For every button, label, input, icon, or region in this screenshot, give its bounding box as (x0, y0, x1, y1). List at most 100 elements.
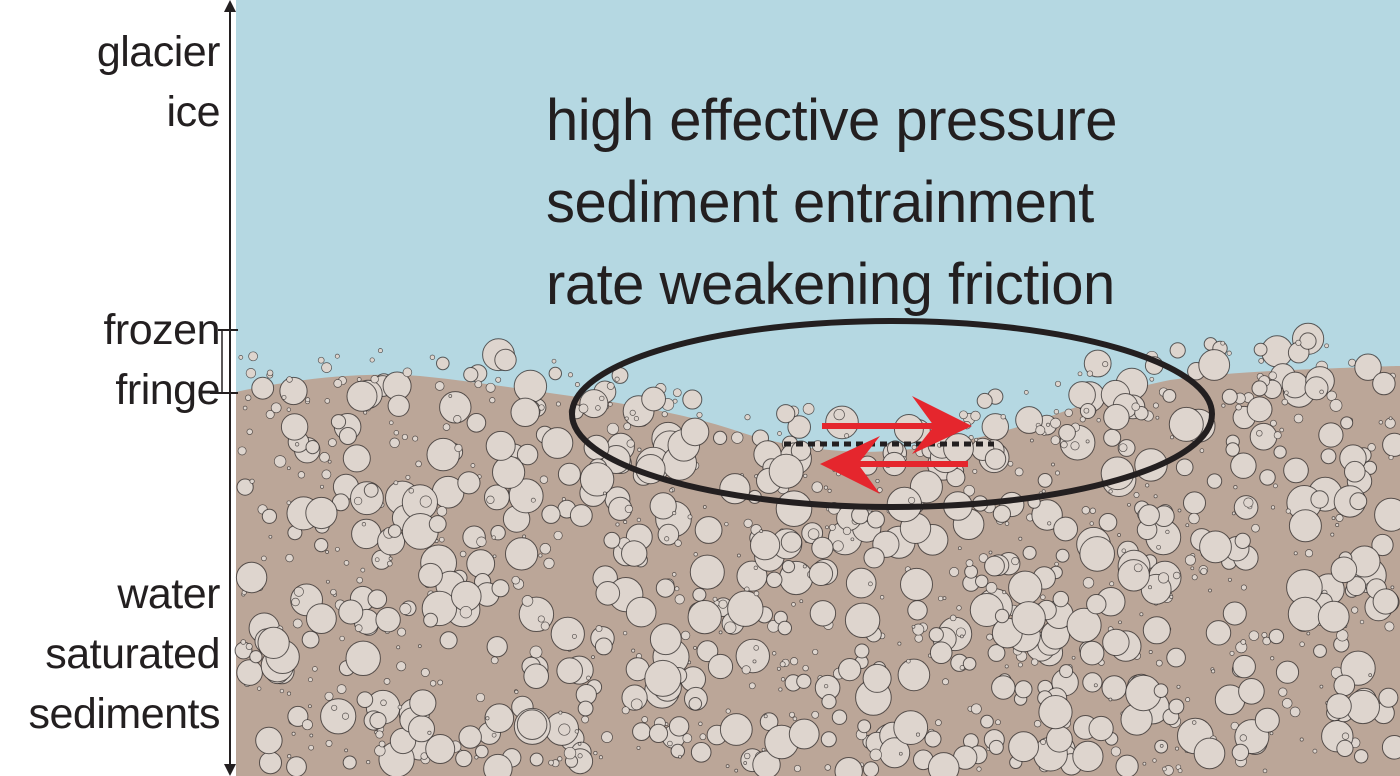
sediment-clast (1254, 707, 1280, 733)
sediment-clast (674, 594, 685, 605)
sediment-clast (571, 633, 577, 639)
sediment-clast (875, 478, 880, 484)
sediment-clast (750, 530, 781, 561)
sediment-clast (1288, 509, 1322, 543)
fringe-clast (1220, 340, 1226, 346)
sediment-clast (1117, 533, 1121, 537)
sediment-clast (308, 704, 312, 709)
sediment-clast (992, 504, 1012, 523)
fringe-clast (548, 366, 562, 381)
sediment-clast (475, 692, 486, 703)
sediment-clast (1079, 536, 1115, 572)
sediment-clast (649, 623, 682, 656)
sediment-clast (811, 481, 823, 493)
sediment-clast (345, 640, 381, 676)
fringe-clast (463, 367, 479, 383)
sediment-clast (1331, 516, 1336, 520)
sediment-clast (346, 380, 378, 412)
sediment-clast (485, 430, 516, 461)
fringe-clast (661, 411, 668, 418)
sediment-clast (648, 723, 669, 744)
sediment-clast (857, 719, 872, 734)
sediment-clast (622, 630, 628, 636)
sediment-clast (1341, 732, 1350, 740)
sediment-clast (1079, 416, 1086, 423)
sediment-clast (621, 540, 648, 567)
sediment-clast (678, 754, 682, 759)
sediment-clast (504, 537, 539, 571)
sediment-clast (240, 639, 247, 645)
sediment-clast (1145, 483, 1150, 488)
sediment-clast (1053, 516, 1078, 542)
sediment-clast (1159, 744, 1164, 748)
sediment-clast (766, 571, 783, 588)
sediment-clast (1382, 432, 1400, 457)
sediment-clast (790, 657, 799, 666)
sediment-clast (455, 749, 473, 768)
sediment-clast (845, 567, 877, 599)
fringe-clast (578, 403, 589, 414)
glacier-ice-label-line-2: ice (166, 88, 221, 136)
sediment-clast (1378, 687, 1399, 708)
sediment-clast (305, 496, 338, 530)
sediment-clast (1238, 678, 1265, 705)
fringe-clast (641, 386, 666, 412)
sediment-clast (807, 528, 820, 540)
sediment-clast (550, 616, 585, 652)
sediment-clast (375, 730, 384, 739)
sediment-clast (1082, 672, 1103, 693)
sediment-clast (1142, 616, 1171, 645)
sediment-clast (375, 607, 401, 633)
sediments-label: water saturated sediments (29, 564, 221, 744)
sediment-clast (1273, 483, 1278, 489)
sediment-clast (514, 689, 519, 694)
fringe-clast (369, 357, 375, 363)
sediment-clast (246, 428, 253, 435)
sediment-clast (1148, 585, 1152, 590)
sediment-clast (1259, 469, 1276, 486)
sediment-clast (1273, 431, 1282, 440)
sediment-clast (427, 730, 432, 735)
scale-arrow-top-icon (224, 0, 236, 12)
sediment-clast (1055, 470, 1060, 476)
sediment-clast (1251, 380, 1268, 397)
sediment-clast (1103, 403, 1130, 431)
fringe-clast (324, 398, 331, 404)
sediment-clast (1304, 549, 1314, 558)
sediment-clast (409, 689, 437, 717)
sediment-clast (823, 683, 829, 689)
fringe-clast (1086, 370, 1094, 377)
sediment-clast (320, 698, 357, 735)
sediment-clast (1052, 590, 1070, 608)
sediment-clast (741, 665, 751, 675)
sediment-clast (439, 391, 472, 424)
sediment-clast (363, 482, 379, 498)
glacier-ice-label-line-1: glacier (96, 28, 221, 76)
fringe-clast (614, 376, 620, 382)
sediment-clast (694, 516, 723, 544)
sediment-clast (655, 578, 676, 598)
sediment-clast (949, 614, 957, 622)
upper-shear-arrowhead-icon (912, 396, 972, 454)
sediment-clast (808, 561, 834, 586)
sediment-clast (980, 714, 994, 729)
sediment-clast (1256, 430, 1263, 437)
sediment-clast (548, 759, 554, 766)
sediment-clast (374, 557, 380, 563)
sediment-clast (1008, 731, 1039, 763)
sediment-clast (988, 550, 993, 555)
sediment-clast (927, 752, 960, 776)
sediment-clast (976, 766, 982, 772)
sediment-clast (1240, 639, 1247, 645)
sediment-clast (1038, 695, 1073, 730)
sediment-clast (825, 525, 829, 530)
sediment-clast (789, 711, 795, 718)
sediment-clast (669, 488, 674, 493)
sediment-clast (1133, 492, 1140, 498)
sediment-clast (1299, 641, 1305, 647)
sediment-clast (1177, 768, 1183, 774)
sediment-clast (1262, 768, 1268, 774)
sediment-clast (900, 567, 933, 601)
sediment-clast (1227, 577, 1232, 582)
